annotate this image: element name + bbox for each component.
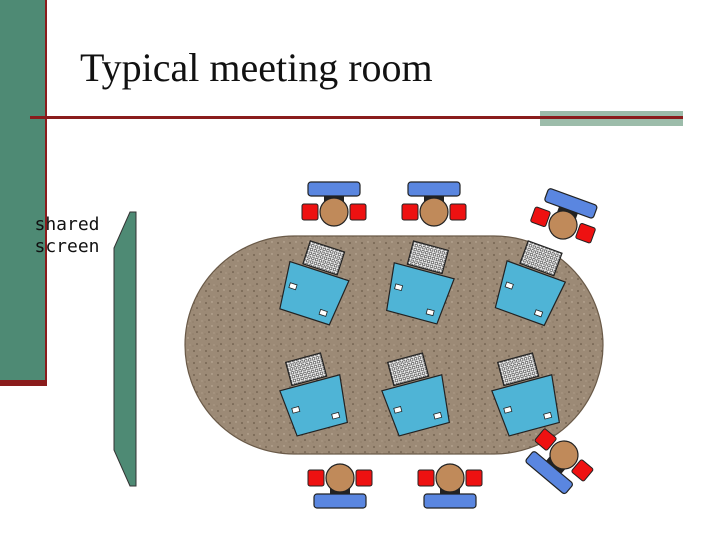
shared-screen-label-line2: screen (34, 236, 100, 257)
shared-screen-label: shared screen (22, 214, 112, 258)
slide-title: Typical meeting room (80, 45, 433, 90)
title-rule (30, 116, 683, 119)
shared-screen (113, 211, 137, 487)
left-sidebar-bar (0, 0, 47, 386)
person-top-right (527, 185, 604, 250)
shared-screen-label-line1: shared (34, 214, 100, 235)
person-bottom-center (417, 463, 483, 509)
person-top-left (301, 181, 367, 227)
left-sidebar-foot (0, 380, 47, 386)
person-top-center (401, 181, 467, 227)
person-bottom-left (307, 463, 373, 509)
